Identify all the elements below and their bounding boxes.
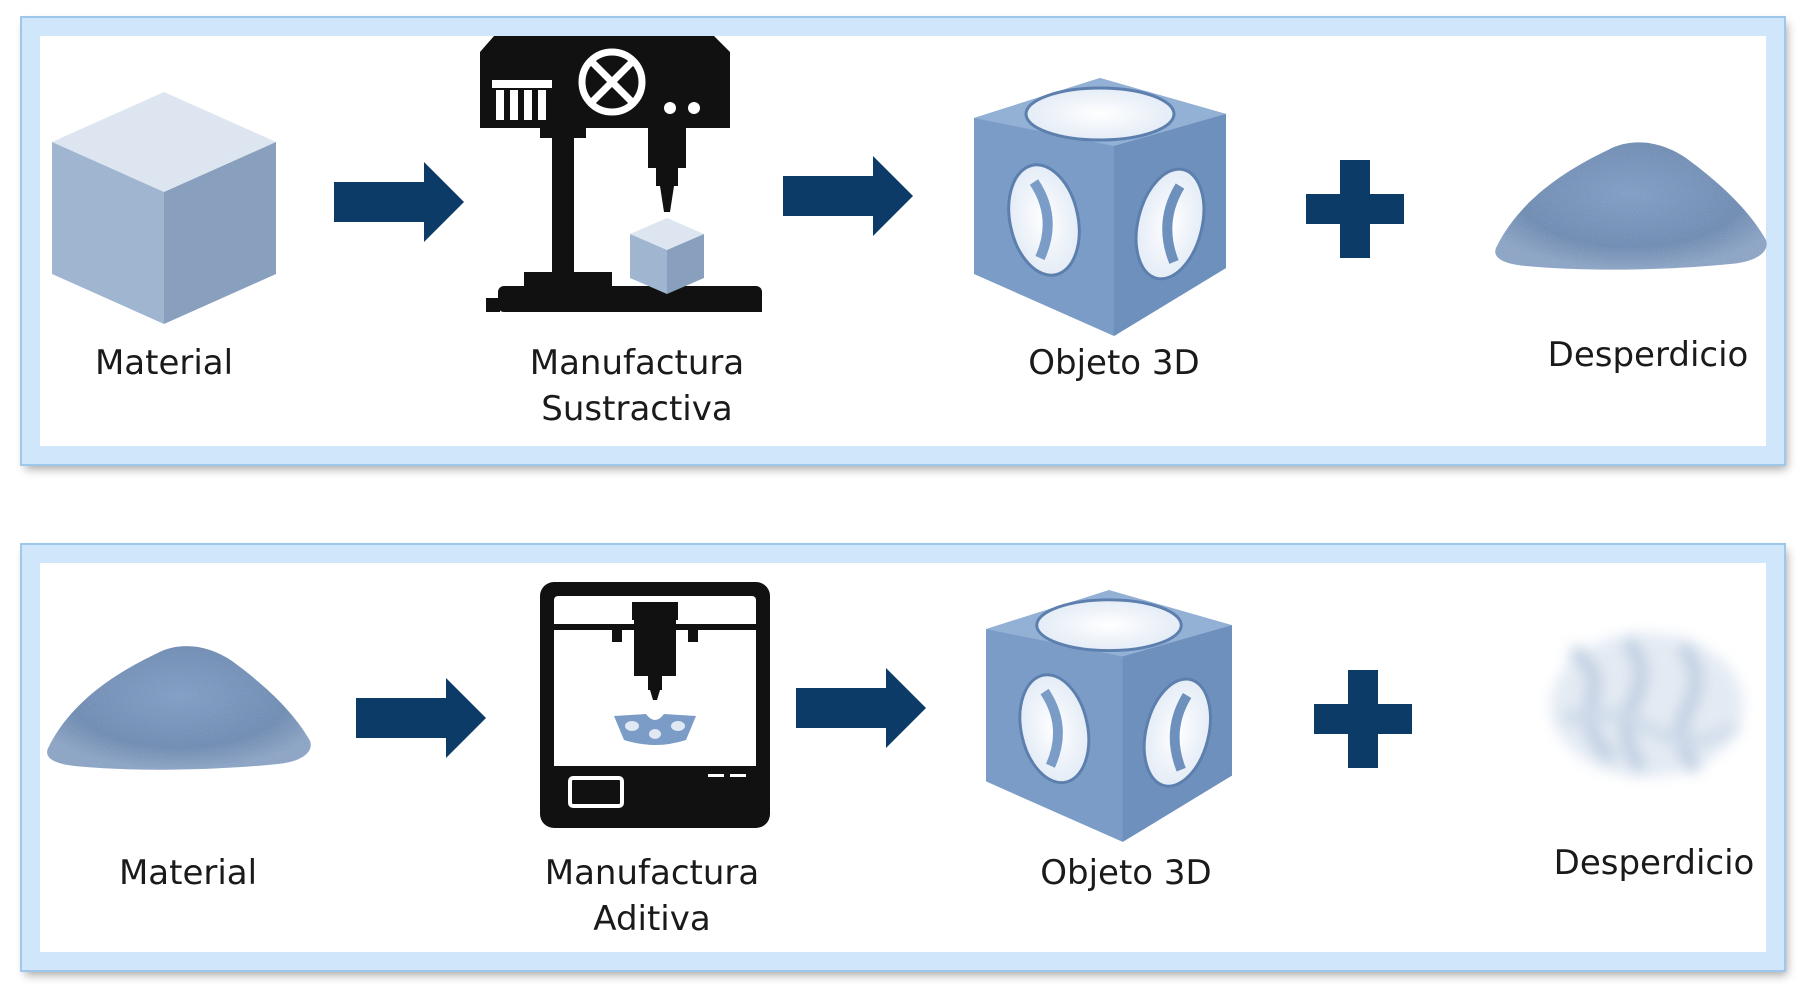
arrow-icon <box>334 162 464 242</box>
step-label-line1: Manufactura <box>544 853 760 893</box>
drill-press-icon <box>480 36 762 314</box>
step-label-line1: Manufactura <box>529 343 745 383</box>
plus-icon <box>1314 670 1412 768</box>
dust-cloud-icon <box>1532 610 1762 800</box>
arrow-icon <box>796 668 926 748</box>
material-cube-icon <box>52 92 276 324</box>
arrow-icon <box>783 156 913 236</box>
3d-object-cube-icon <box>974 78 1226 336</box>
step-label: Material <box>118 853 258 893</box>
arrow-icon <box>356 678 486 758</box>
step-label: Objeto 3D <box>1040 853 1212 893</box>
step-label: Objeto 3D <box>1028 343 1200 383</box>
powder-pile-icon <box>1490 128 1770 278</box>
step-label-line2: Sustractiva <box>541 389 733 429</box>
step-label-line2: Aditiva <box>593 899 711 939</box>
subtractive-manufacturing-panel <box>22 18 1784 464</box>
additive-manufacturing-panel <box>22 545 1784 970</box>
step-label: Desperdicio <box>1553 843 1755 883</box>
powder-pile-icon <box>42 630 314 780</box>
plus-icon <box>1306 160 1404 258</box>
3d-printer-icon <box>540 582 770 828</box>
3d-object-cube-icon <box>986 590 1232 842</box>
step-label: Desperdicio <box>1547 335 1749 375</box>
step-label: Material <box>94 343 234 383</box>
